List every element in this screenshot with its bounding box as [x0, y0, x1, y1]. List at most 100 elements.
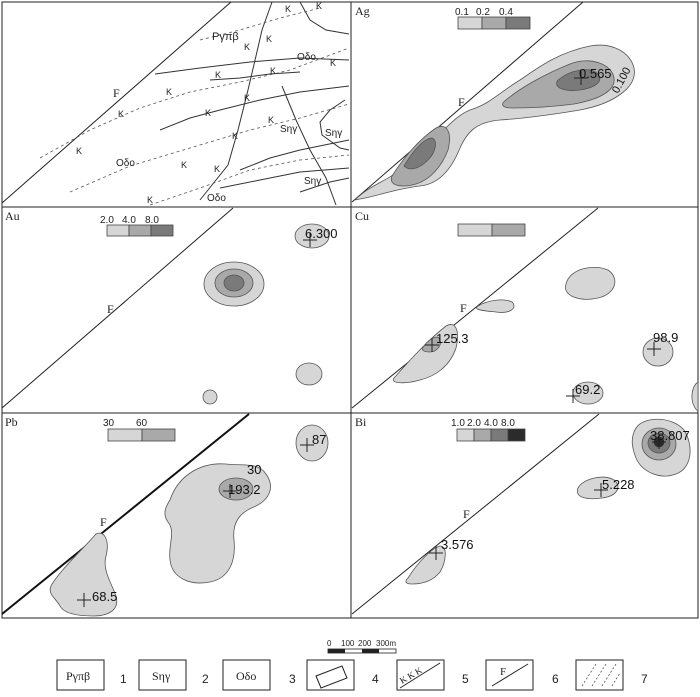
legend-value: 1.0 — [451, 418, 465, 429]
dike-symbol-k: K — [215, 70, 221, 80]
dike-symbol-k: K — [244, 93, 250, 103]
scale-tick: 100 — [341, 639, 355, 648]
dike-symbol-k: K — [76, 146, 82, 156]
value-label: 98.9 — [653, 330, 678, 345]
contour-value: 30 — [247, 462, 261, 477]
fault-line — [1, 1, 232, 204]
unit-label-pgb: Pγπβ — [212, 31, 239, 43]
legend-number: 5 — [462, 672, 469, 686]
legend-value: 60 — [136, 418, 148, 429]
legend-number: 3 — [289, 672, 296, 686]
fault-line — [351, 207, 599, 409]
scale-tick: 0 — [327, 639, 332, 648]
unit-label-odo: Oδo — [297, 52, 316, 63]
fault-label: F — [113, 86, 120, 100]
anomaly-contour-1 — [295, 424, 329, 462]
element-label: Cu — [355, 209, 369, 223]
anomaly-contour-1 — [691, 381, 699, 412]
anomaly-contour-1 — [565, 267, 616, 300]
panel-geology: F Pγπβ Oδo Oδo Oδo Sηγ Sηγ Sηγ K K K K K… — [1, 1, 350, 206]
unit-label-sg: Sηγ — [304, 176, 321, 187]
anomaly-contour-1 — [49, 532, 118, 617]
sample-cross — [574, 71, 588, 85]
panel-bi: Bi 1.0 2.0 4.0 8.0 F 38.807 5.228 3.576 — [351, 413, 691, 615]
legend-swatch-2 — [481, 16, 507, 30]
scale-tick: 200 — [358, 639, 372, 648]
sample-cross — [425, 338, 661, 403]
map-legend: Pγπβ 1 Sηγ 2 Oδo 3 4 K K K 5 F 6 — [56, 659, 648, 691]
legend-item-4: 4 — [306, 659, 379, 691]
dike-symbol-k: K — [285, 4, 291, 14]
unit-label-odo: Oδo — [207, 193, 226, 204]
legend-swatch-2 — [473, 428, 492, 442]
legend-number: 2 — [202, 672, 209, 686]
legend-item-3: Oδo 3 — [222, 659, 296, 691]
value-label: 68.5 — [92, 589, 117, 604]
legend-value: 0.2 — [476, 7, 490, 18]
dike-symbol-k: K — [147, 195, 153, 205]
sample-cross — [303, 233, 317, 247]
legend-number: 6 — [552, 672, 559, 686]
fault-label: F — [107, 302, 114, 316]
scale-tick: 300m — [376, 639, 396, 648]
legend-swatch-3 — [505, 16, 531, 30]
legend-item-2: Sηγ 2 — [138, 659, 209, 691]
panel-cu: Cu F 125.3 98.9 69.2 — [351, 207, 699, 412]
fault-label: F — [100, 515, 107, 529]
legend-value: 30 — [103, 418, 115, 429]
dike-symbol-k: K — [232, 131, 238, 141]
sample-cross — [429, 435, 666, 560]
value-label: 69.2 — [575, 382, 600, 397]
legend-symbol: Oδo — [236, 669, 256, 683]
element-label: Pb — [5, 415, 18, 429]
legend-value: 2.0 — [467, 418, 481, 429]
anomaly-contour-1 — [202, 389, 218, 405]
anomaly-contour-3 — [403, 137, 436, 170]
legend-value: 2.0 — [100, 215, 114, 226]
legend-value: 8.0 — [145, 215, 159, 226]
dike-symbol-k: K — [181, 160, 187, 170]
value-label: 193.2 — [228, 482, 261, 497]
anomaly-contour-1 — [642, 337, 674, 367]
legend-swatch-4 — [507, 428, 526, 442]
legend-symbol: Pγπβ — [66, 669, 90, 683]
fault-line — [1, 413, 250, 615]
legend-swatch-3 — [490, 428, 509, 442]
value-label: 125.3 — [436, 331, 469, 346]
legend-swatch-2 — [491, 223, 526, 237]
dike-symbol-k: K — [330, 58, 336, 68]
legend-symbol: F — [500, 666, 506, 678]
legend-number: 4 — [372, 672, 379, 686]
legend-swatch-1 — [107, 428, 143, 442]
anomaly-contour-2 — [218, 477, 254, 501]
fault-line — [1, 207, 234, 409]
panel-au: Au 2.0 4.0 8.0 F 6.300 — [1, 207, 338, 409]
legend-hatch-symbol — [581, 663, 621, 687]
dike-symbol-k: K — [244, 42, 250, 52]
dike-symbol-k: K — [166, 87, 172, 97]
element-label: Au — [5, 209, 20, 223]
fault-label: F — [458, 95, 465, 109]
element-label: Ag — [355, 4, 370, 18]
legend-swatch-1 — [457, 16, 483, 30]
legend-swatch-3 — [150, 224, 174, 237]
fault-line — [351, 413, 600, 615]
max-value: 0.565 — [579, 66, 612, 81]
fault-label: F — [463, 507, 470, 521]
value-label: 87 — [312, 432, 326, 447]
fault-line — [351, 1, 584, 203]
anomaly-contour-1 — [476, 299, 515, 313]
anomaly-contour-1 — [576, 476, 619, 500]
value-label: 38.807 — [650, 428, 690, 443]
value-label: 5.228 — [602, 477, 635, 492]
anomaly-contour-1 — [405, 545, 446, 585]
value-label: 3.576 — [441, 537, 474, 552]
anomaly-contour-1 — [294, 223, 330, 249]
scale-bar: 0 100 200 300m — [327, 639, 397, 654]
legend-number: 1 — [120, 672, 127, 686]
legend-value: 0.4 — [499, 7, 513, 18]
panel-frames — [1, 1, 699, 619]
legend-symbol: Sηγ — [152, 669, 171, 683]
dike-symbol-k: K — [214, 164, 220, 174]
element-label: Bi — [355, 415, 367, 429]
